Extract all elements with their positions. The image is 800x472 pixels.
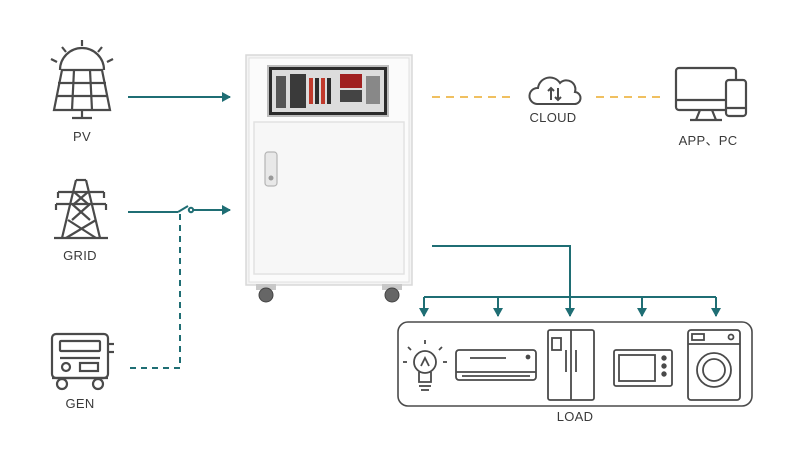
grid-flow-arrow bbox=[128, 205, 231, 215]
pv-label: PV bbox=[73, 129, 91, 144]
load-frame bbox=[397, 321, 753, 407]
inverter-cabinet bbox=[245, 54, 413, 303]
cloud-icon bbox=[528, 76, 582, 105]
load-label: LOAD bbox=[556, 409, 594, 424]
power-tower-icon bbox=[54, 178, 108, 240]
air-conditioner-icon bbox=[455, 349, 537, 381]
monitor-phone-icon bbox=[674, 66, 748, 122]
gen-flow-line bbox=[130, 214, 181, 369]
washing-machine-icon bbox=[687, 329, 741, 401]
app-pc-label: APP、PC bbox=[678, 133, 738, 148]
bulb-icon bbox=[403, 340, 447, 391]
cloud-label: CLOUD bbox=[529, 110, 577, 125]
solar-panel-icon bbox=[50, 40, 114, 120]
microwave-icon bbox=[613, 349, 673, 387]
grid-label: GRID bbox=[63, 248, 97, 263]
load-distribution-lines bbox=[419, 245, 721, 317]
gen-label: GEN bbox=[65, 396, 95, 411]
refrigerator-icon bbox=[547, 329, 595, 401]
generator-icon bbox=[50, 332, 114, 391]
